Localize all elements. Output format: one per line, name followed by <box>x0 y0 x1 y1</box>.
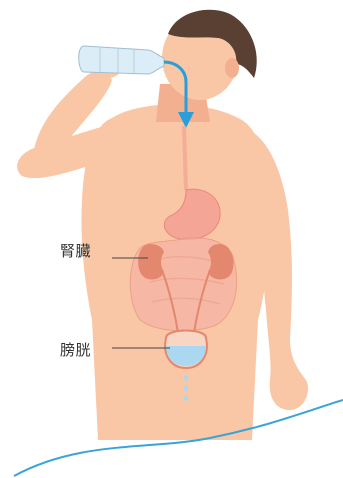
esophagus <box>184 126 186 190</box>
bladder-label: 膀胱 <box>60 339 91 360</box>
kidney-label: 腎臓 <box>60 240 91 261</box>
human-body <box>17 10 308 440</box>
water-bottle-icon <box>79 46 164 74</box>
ear <box>225 58 239 78</box>
left-kidney <box>138 244 164 280</box>
bladder <box>165 331 207 369</box>
urine-drops <box>184 375 188 401</box>
